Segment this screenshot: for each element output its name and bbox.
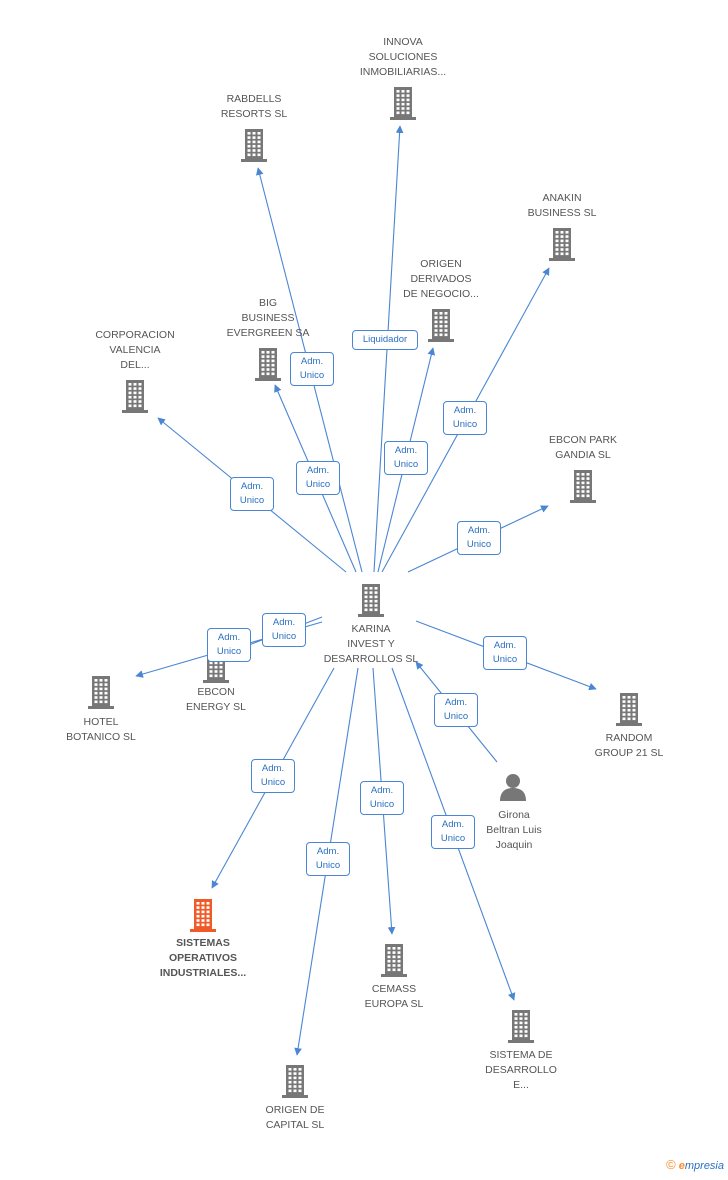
edge-role-label[interactable]: Liquidador	[352, 330, 418, 350]
building-icon	[546, 227, 578, 266]
building-icon	[85, 675, 117, 714]
edge-role-label[interactable]: Adm. Unico	[431, 815, 475, 849]
node-label: BIG BUSINESS EVERGREEN SA	[226, 297, 310, 339]
edge-role-label[interactable]: Adm. Unico	[290, 352, 334, 386]
node-origen-derivados[interactable]: ORIGEN DERIVADOS DE NEGOCIO...	[376, 257, 506, 302]
edge-role-label[interactable]: Adm. Unico	[306, 842, 350, 876]
building-icon	[567, 469, 599, 508]
node-label: CORPORACION VALENCIA DEL...	[95, 329, 175, 371]
node-label: ANAKIN BUSINESS SL	[527, 192, 597, 219]
building-icon	[238, 128, 270, 167]
building-icon	[387, 86, 419, 125]
footer-brand: © empresia	[666, 1157, 724, 1172]
person-icon	[498, 772, 528, 807]
node-ebcon-energy[interactable]: EBCON ENERGY SL	[151, 685, 281, 715]
brand-name: mpresia	[684, 1160, 724, 1172]
node-label: EBCON PARK GANDIA SL	[548, 434, 618, 461]
node-label: ORIGEN DERIVADOS DE NEGOCIO...	[403, 258, 479, 300]
building-icon	[279, 1064, 311, 1103]
node-innova[interactable]: INNOVA SOLUCIONES INMOBILIARIAS...	[338, 35, 468, 80]
node-corporacion[interactable]: CORPORACION VALENCIA DEL...	[70, 328, 200, 373]
building-icon	[378, 943, 410, 982]
edge-role-label[interactable]: Adm. Unico	[434, 693, 478, 727]
node-random[interactable]: RANDOM GROUP 21 SL	[564, 731, 694, 761]
node-label: RANDOM GROUP 21 SL	[594, 732, 664, 759]
edge-role-label[interactable]: Adm. Unico	[296, 461, 340, 495]
node-label: SISTEMA DE DESARROLLO E...	[485, 1049, 557, 1091]
edge-role-label[interactable]: Adm. Unico	[384, 441, 428, 475]
edge-role-label[interactable]: Adm. Unico	[207, 628, 251, 662]
node-origen-capital[interactable]: ORIGEN DE CAPITAL SL	[230, 1103, 360, 1133]
node-rabdells[interactable]: RABDELLS RESORTS SL	[189, 92, 319, 122]
edge-role-label[interactable]: Adm. Unico	[443, 401, 487, 435]
node-label: INNOVA SOLUCIONES INMOBILIARIAS...	[359, 36, 447, 78]
node-label: RABDELLS RESORTS SL	[220, 93, 288, 120]
building-icon	[613, 692, 645, 731]
node-label: CEMASS EUROPA SL	[364, 983, 424, 1010]
node-label: EBCON ENERGY SL	[186, 686, 246, 713]
node-cemass[interactable]: CEMASS EUROPA SL	[329, 982, 459, 1012]
building-icon	[425, 308, 457, 347]
edge-role-label[interactable]: Adm. Unico	[251, 759, 295, 793]
node-sistemas[interactable]: SISTEMAS OPERATIVOS INDUSTRIALES...	[138, 936, 268, 981]
brand-logo-e: e	[678, 1160, 685, 1172]
node-label: KARINA INVEST Y DESARROLLOS SL	[323, 623, 419, 665]
node-big-business[interactable]: BIG BUSINESS EVERGREEN SA	[203, 296, 333, 341]
node-label: ORIGEN DE CAPITAL SL	[265, 1104, 325, 1131]
node-ebcon-park[interactable]: EBCON PARK GANDIA SL	[518, 433, 648, 463]
edge-role-label[interactable]: Adm. Unico	[360, 781, 404, 815]
edge-role-label[interactable]: Adm. Unico	[457, 521, 501, 555]
node-girona[interactable]: Girona Beltran Luis Joaquin	[449, 808, 579, 853]
building-icon	[187, 898, 219, 937]
node-label: SISTEMAS OPERATIVOS INDUSTRIALES...	[159, 937, 247, 979]
building-icon	[505, 1009, 537, 1048]
node-label: HOTEL BOTANICO SL	[66, 716, 136, 743]
building-icon	[252, 347, 284, 386]
edge-role-label[interactable]: Adm. Unico	[262, 613, 306, 647]
node-anakin[interactable]: ANAKIN BUSINESS SL	[497, 191, 627, 221]
node-karina[interactable]: KARINA INVEST Y DESARROLLOS SL	[306, 622, 436, 667]
building-icon	[119, 379, 151, 418]
edge-role-label[interactable]: Adm. Unico	[230, 477, 274, 511]
node-label: Girona Beltran Luis Joaquin	[486, 809, 542, 851]
building-icon	[355, 583, 387, 622]
copyright-symbol: ©	[666, 1157, 676, 1172]
node-hotel[interactable]: HOTEL BOTANICO SL	[36, 715, 166, 745]
node-sistema-desarrollo[interactable]: SISTEMA DE DESARROLLO E...	[456, 1048, 586, 1093]
edge-role-label[interactable]: Adm. Unico	[483, 636, 527, 670]
